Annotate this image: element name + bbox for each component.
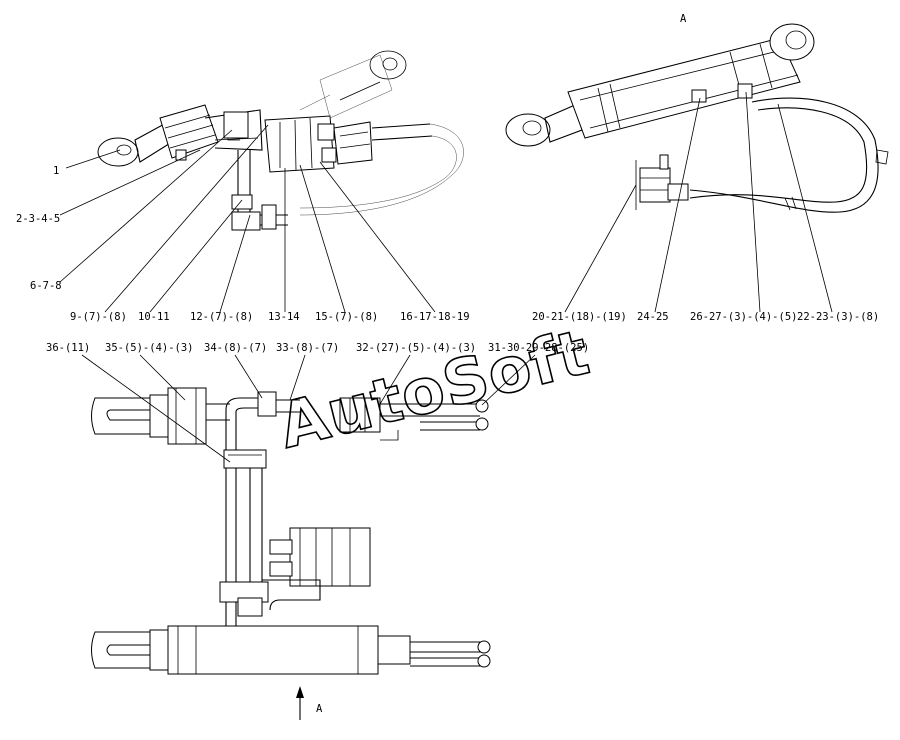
- upper-right-cylinder: [505, 23, 889, 213]
- label-12: 12-(7)-(8): [190, 311, 253, 323]
- rod-eye: [505, 113, 551, 147]
- label-31-30-29-28: 31-30-29-28-(25): [488, 342, 589, 354]
- watermark: AutoSoft: [271, 314, 597, 463]
- label-10-11: 10-11: [138, 311, 170, 323]
- watermark-text: AutoSoft: [272, 315, 596, 462]
- view-a-arrow-head: [296, 686, 304, 698]
- label-36: 36-(11): [46, 342, 90, 354]
- label-2-3-4-5: 2-3-4-5: [16, 213, 60, 225]
- upper-cylinder-head: [167, 387, 207, 445]
- lower-assembly: [91, 387, 491, 720]
- label-32: 32-(27)-(5)-(4)-(3): [356, 342, 476, 354]
- label-20-21: 20-21-(18)-(19): [532, 311, 627, 323]
- view-a-label-top: A: [680, 13, 687, 25]
- label-26-27: 26-27-(3)-(4)-(5): [690, 311, 797, 323]
- control-valve: [264, 115, 335, 173]
- label-13-14: 13-14: [268, 311, 300, 323]
- upper-left-assembly: [97, 50, 464, 231]
- cylinder-barrel: [567, 37, 801, 139]
- lower-cylinder-barrel: [167, 625, 379, 675]
- view-a-label-arrow: A: [316, 703, 323, 715]
- part-labels: A A 1 2-3-4-5 6-7-8 9-(7)-(8) 10-11 12-(…: [16, 13, 879, 715]
- label-1: 1: [53, 165, 59, 177]
- leader-lines: [59, 91, 833, 463]
- label-22-23: 22-23-(3)-(8): [797, 311, 879, 323]
- label-15: 15-(7)-(8): [315, 311, 378, 323]
- label-16-17-18-19: 16-17-18-19: [400, 311, 470, 323]
- label-34: 34-(8)-(7): [204, 342, 267, 354]
- label-35: 35-(5)-(4)-(3): [105, 342, 194, 354]
- label-6-7-8: 6-7-8: [30, 280, 62, 292]
- lower-control-valve: [289, 527, 371, 587]
- label-33: 33-(8)-(7): [276, 342, 339, 354]
- label-24-25: 24-25: [637, 311, 669, 323]
- label-9: 9-(7)-(8): [70, 311, 127, 323]
